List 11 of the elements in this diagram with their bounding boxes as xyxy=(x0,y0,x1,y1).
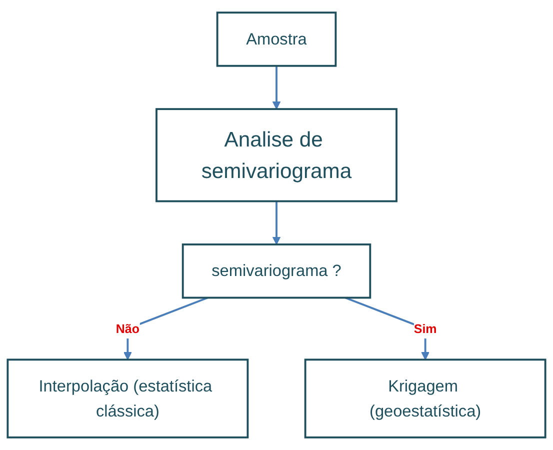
node-box: Analise de semivariograma xyxy=(156,108,398,202)
arrow xyxy=(344,296,430,360)
edge-label: Não xyxy=(116,321,140,336)
arrow xyxy=(272,201,281,245)
node-box: Amostra xyxy=(216,12,337,67)
edge-label: Sim xyxy=(414,321,437,336)
node-box: Krigagem (geoestatística) xyxy=(304,358,546,438)
arrow xyxy=(123,296,208,360)
node-box: Interpolação (estatística clássica) xyxy=(6,358,249,438)
arrow xyxy=(272,66,281,110)
node-box: semivariograma ? xyxy=(182,243,372,299)
